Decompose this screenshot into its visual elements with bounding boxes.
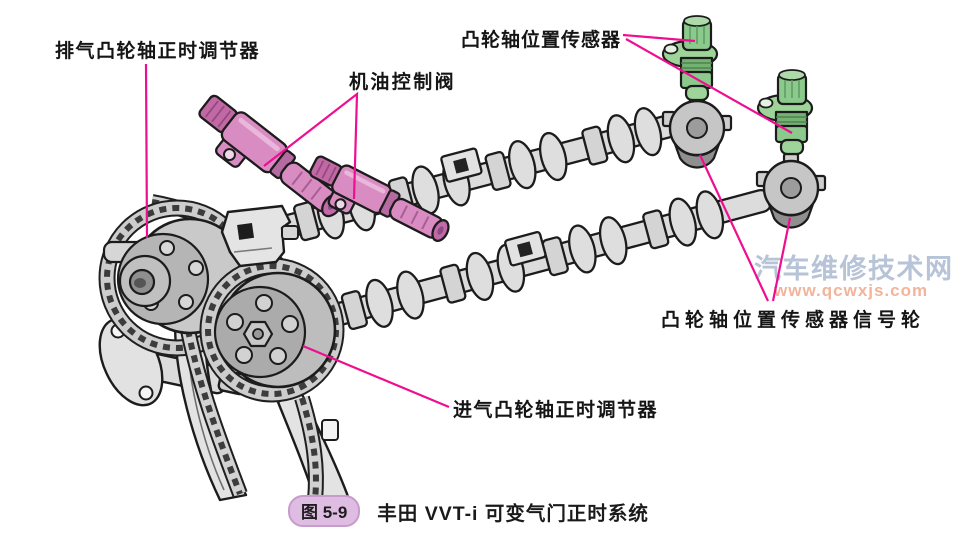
figure-caption: 图 5-9 丰田 VVT-i 可变气门正时系统 bbox=[288, 495, 649, 527]
cam-position-sensor-intake bbox=[756, 68, 814, 156]
watermark-site-url: www.qcwxjs.com bbox=[774, 281, 929, 300]
signal-wheel-intake bbox=[755, 152, 827, 229]
timing-chain-right-run bbox=[294, 395, 324, 501]
leader-oil-control-valve bbox=[263, 91, 359, 200]
label-oil-control-valve: 机油控制阀 bbox=[349, 72, 457, 93]
oil-control-valve-exhaust bbox=[198, 94, 343, 218]
leader-signal-wheel-2 bbox=[771, 217, 792, 302]
oil-control-valve-intake bbox=[309, 155, 450, 242]
leader-intake-adjuster bbox=[302, 344, 450, 409]
figure-number-badge: 图 5-9 bbox=[288, 495, 361, 527]
watermark-site-name: 汽车维修技术网 bbox=[754, 254, 954, 284]
leader-sensor-2 bbox=[625, 38, 793, 134]
intake-cam-phaser bbox=[213, 271, 337, 389]
figure-title: 丰田 VVT-i 可变气门正时系统 bbox=[377, 502, 649, 525]
leader-lines bbox=[144, 33, 793, 409]
leader-sensor-1 bbox=[622, 33, 696, 43]
leader-exhaust-adjuster bbox=[144, 63, 149, 239]
label-cam-position-sensor: 凸轮轴位置传感器 bbox=[461, 30, 622, 51]
timing-chain-left-run bbox=[180, 328, 248, 497]
camshaft-bearing-bracket bbox=[220, 204, 299, 268]
label-intake-adjuster: 进气凸轮轴正时调节器 bbox=[453, 400, 659, 421]
label-exhaust-adjuster: 排气凸轮轴正时调节器 bbox=[55, 41, 261, 62]
label-sensor-signal-wheel: 凸轮轴位置传感器信号轮 bbox=[661, 310, 926, 331]
leader-signal-wheel-1 bbox=[699, 154, 769, 302]
cam-position-sensor-exhaust bbox=[661, 14, 719, 102]
signal-wheel-exhaust bbox=[661, 92, 733, 169]
